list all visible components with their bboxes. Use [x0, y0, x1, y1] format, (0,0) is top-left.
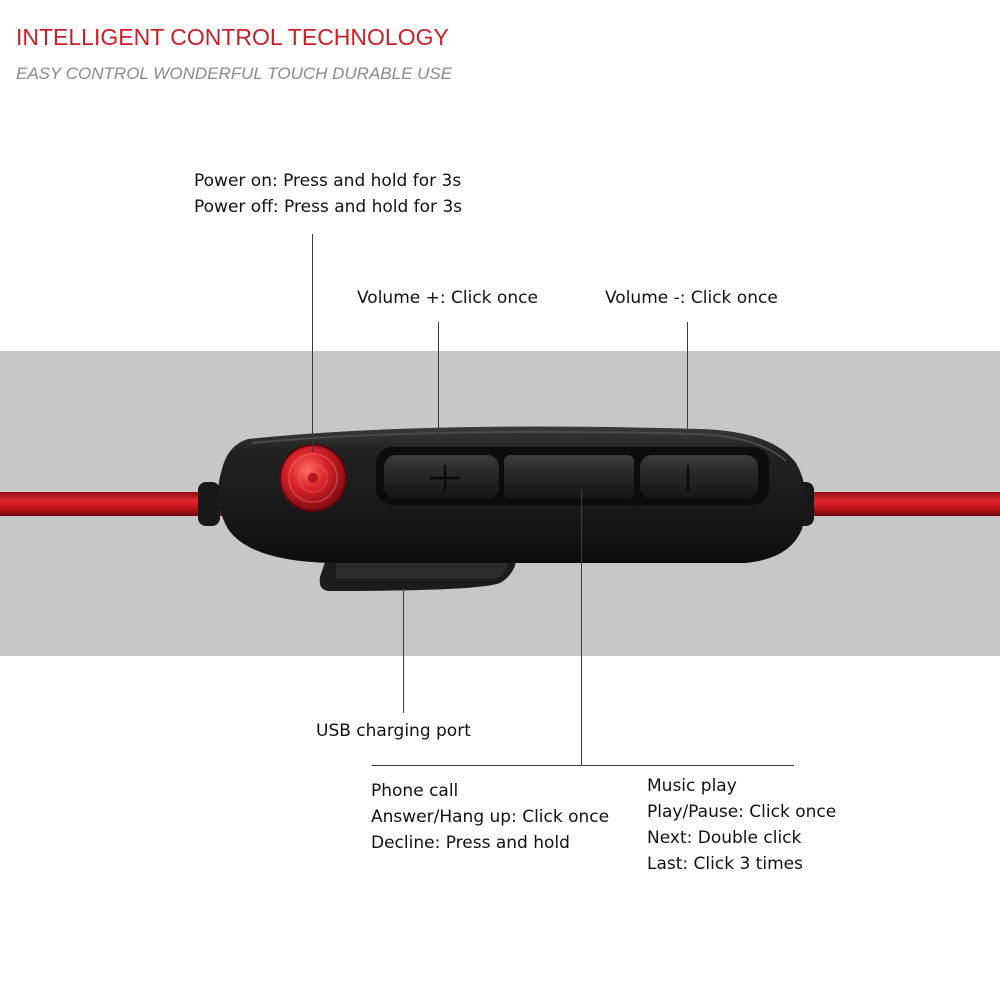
phone-answer-text: Answer/Hang up: Click once	[371, 807, 610, 827]
volume-up-callout-line	[438, 322, 439, 442]
power-off-text: Power off: Press and hold for 3s	[194, 197, 463, 217]
music-play-callout: Music play Play/Pause: Click once Next: …	[647, 773, 836, 877]
music-next-text: Next: Double click	[647, 828, 802, 848]
volume-down-callout-line	[687, 322, 688, 440]
usb-callout-line	[403, 588, 404, 713]
music-play-heading: Music play	[647, 776, 737, 796]
cable-right	[800, 492, 1000, 516]
phone-call-callout: Phone call Answer/Hang up: Click once De…	[371, 778, 609, 856]
page-title: INTELLIGENT CONTROL TECHNOLOGY	[16, 24, 449, 50]
cable-left	[0, 492, 225, 516]
multifunction-callout-line	[581, 490, 582, 765]
volume-down-callout: Volume -: Click once	[605, 288, 778, 308]
power-on-text: Power on: Press and hold for 3s	[194, 171, 462, 191]
music-last-text: Last: Click 3 times	[647, 854, 803, 874]
usb-callout: USB charging port	[316, 721, 471, 741]
power-callout-line	[312, 234, 313, 452]
page-subtitle: EASY CONTROL WONDERFUL TOUCH DURABLE USE	[16, 64, 453, 83]
power-callout: Power on: Press and hold for 3s Power of…	[194, 168, 462, 220]
plus-icon	[430, 465, 460, 491]
phone-call-heading: Phone call	[371, 781, 459, 801]
volume-down-button[interactable]	[640, 455, 758, 499]
multifunction-button[interactable]	[504, 455, 634, 499]
phone-decline-text: Decline: Press and hold	[371, 833, 570, 853]
volume-up-callout: Volume +: Click once	[357, 288, 538, 308]
remote-control-illustration	[0, 426, 1000, 591]
music-pause-text: Play/Pause: Click once	[647, 802, 837, 822]
multifunction-callout-bar	[372, 765, 794, 766]
